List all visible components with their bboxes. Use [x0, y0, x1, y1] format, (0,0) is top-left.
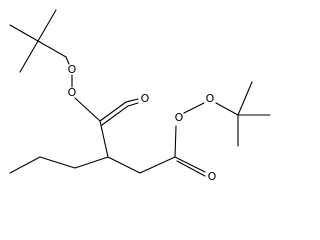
bond: [174, 156, 206, 173]
atom-labels: O O O O O O: [68, 63, 217, 183]
oxygen-atom-label: O: [68, 63, 77, 76]
oxygen-atom-label: O: [68, 86, 77, 99]
bond: [125, 98, 139, 103]
oxygen-atom-label: O: [206, 92, 215, 105]
bond: [237, 81, 253, 116]
bond: [37, 40, 67, 58]
bond: [139, 156, 176, 174]
bond: [9, 156, 41, 174]
bond: [39, 156, 76, 169]
bond: [127, 102, 139, 107]
bond: [19, 40, 39, 73]
bond: [176, 160, 206, 177]
left-peroxy-ester: [65, 56, 129, 126]
oxygen-atom-label: O: [208, 170, 217, 183]
bond: [99, 101, 127, 122]
carbonyl-bond-extensions: [125, 98, 139, 107]
oxygen-atom-label: O: [141, 92, 150, 105]
left-tert-butyl-group: [9, 9, 67, 73]
right-tert-butyl-group: [215, 81, 271, 147]
chemical-structure-diagram: O O O O O O: [9, 9, 271, 183]
bond: [99, 120, 109, 158]
bond: [215, 102, 239, 116]
bond: [37, 9, 57, 42]
bond: [9, 24, 39, 42]
bond: [74, 97, 101, 122]
bond: [65, 56, 70, 65]
bond: [183, 102, 205, 114]
bond: [174, 125, 177, 158]
backbone: [9, 120, 176, 174]
bond: [107, 156, 141, 174]
right-peroxy-ester: [174, 102, 206, 177]
bond: [74, 156, 109, 169]
bond: [101, 105, 129, 126]
oxygen-atom-label: O: [175, 111, 184, 124]
